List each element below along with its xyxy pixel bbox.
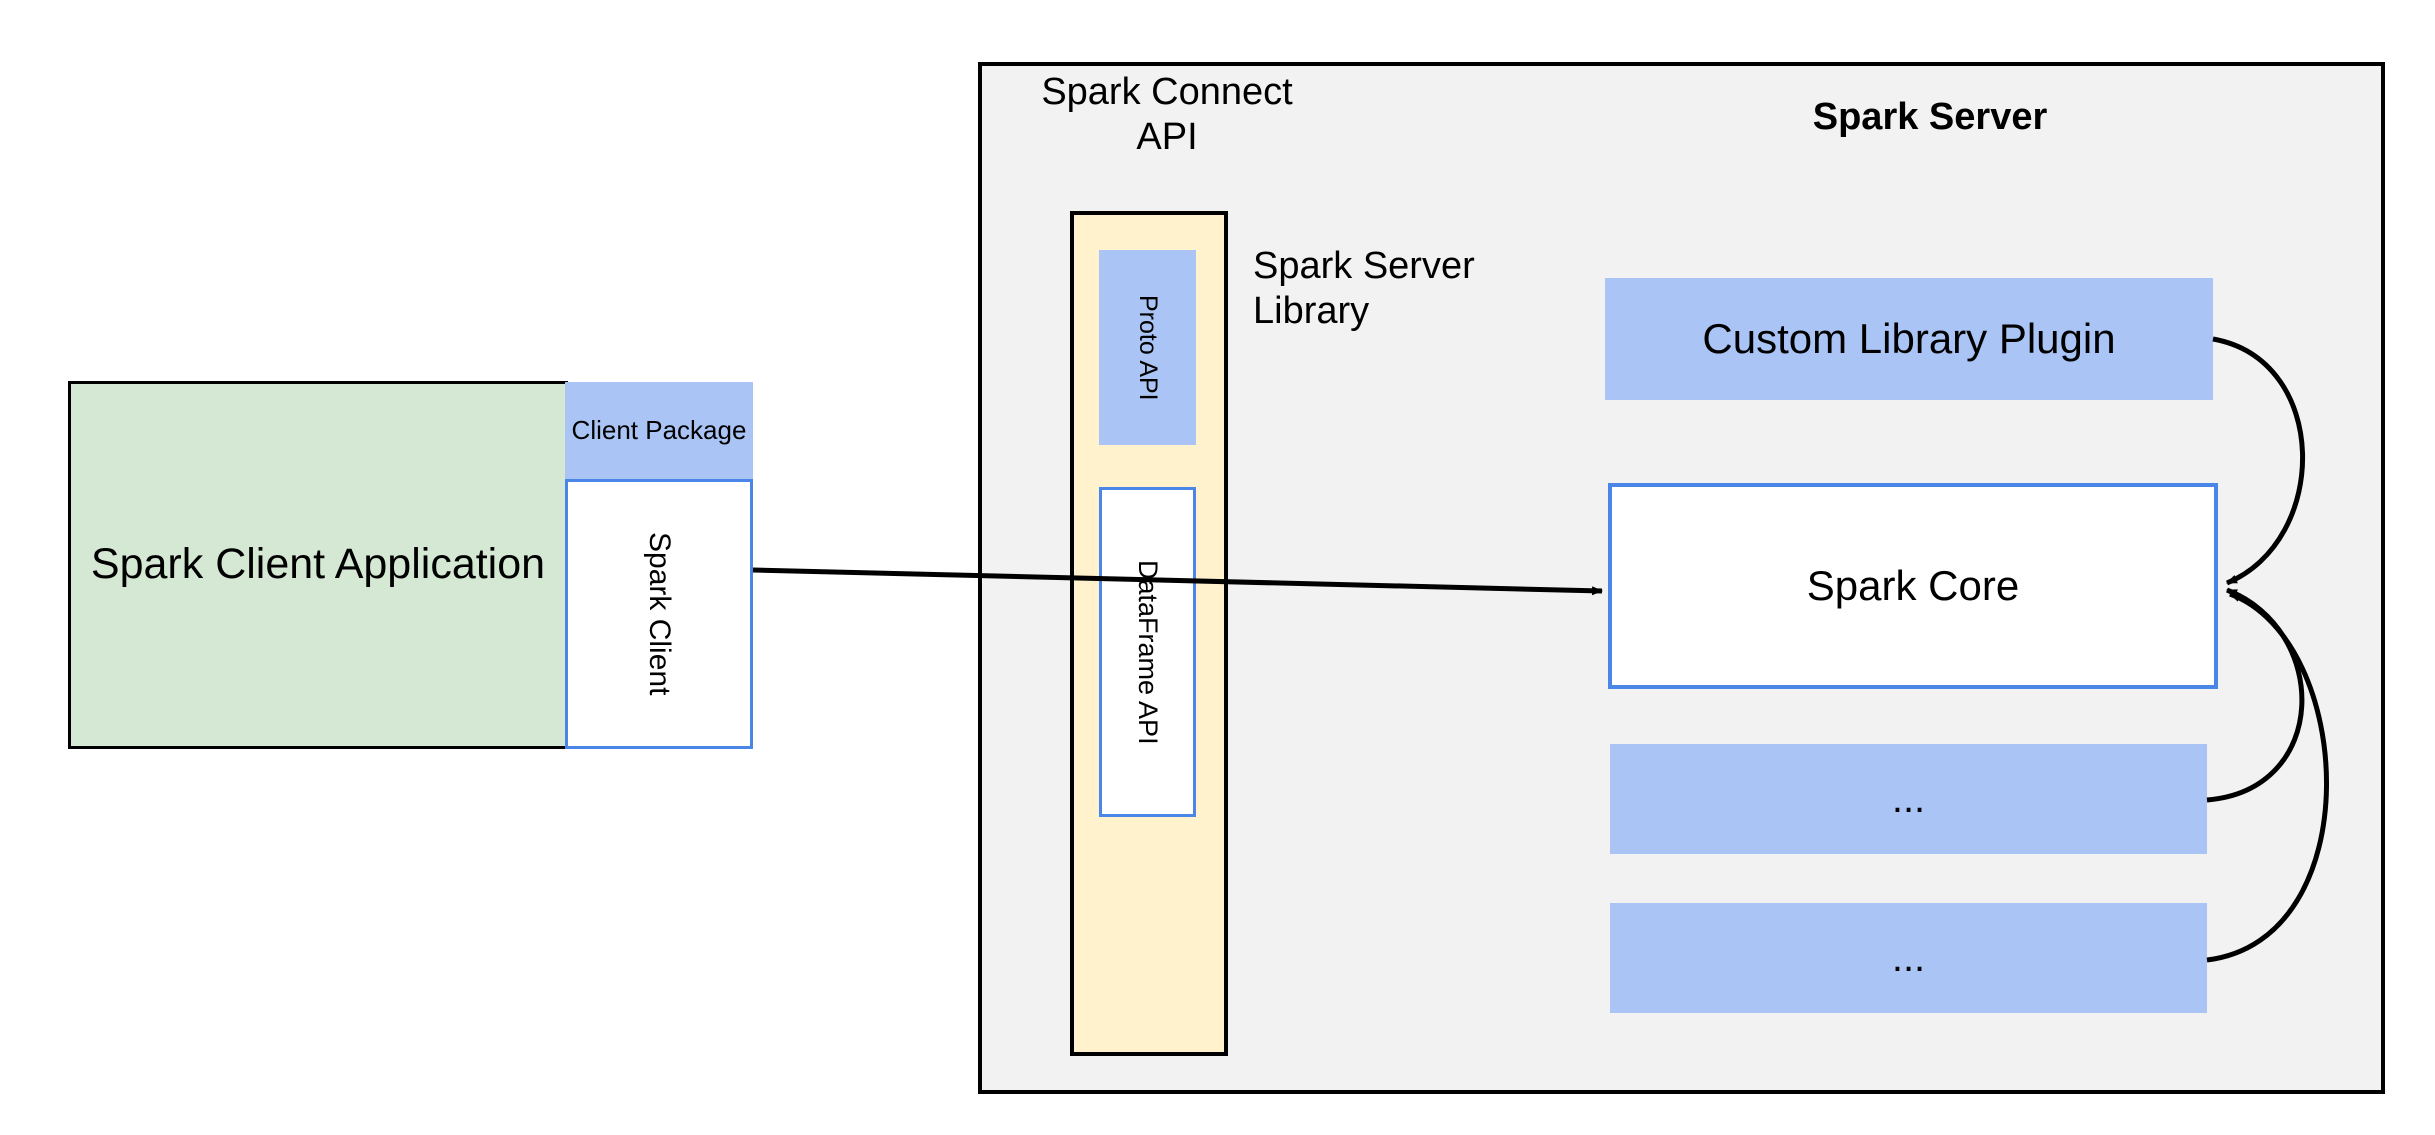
ellipsis-box-2[interactable]: ...: [1610, 903, 2207, 1013]
spark-core-box[interactable]: Spark Core: [1608, 483, 2218, 689]
spark-server-library-label: Spark Server Library: [1253, 245, 1475, 332]
proto-api-label: Proto API: [1134, 294, 1162, 401]
client-package-box[interactable]: Client Package: [565, 382, 753, 479]
spark-client-label: Spark Client: [643, 532, 676, 696]
custom-library-plugin-box[interactable]: Custom Library Plugin: [1605, 278, 2213, 400]
ellipsis-box-1[interactable]: ...: [1610, 744, 2207, 854]
dataframe-api-box[interactable]: DataFrame API: [1099, 487, 1196, 817]
proto-api-box[interactable]: Proto API: [1099, 250, 1196, 445]
spark-connect-api-label: Spark Connect API: [1041, 71, 1293, 158]
spark-client-box[interactable]: Spark Client: [565, 479, 753, 749]
spark-client-application-box[interactable]: Spark Client Application: [68, 381, 568, 749]
spark-server-title: Spark Server: [1812, 96, 2048, 138]
dataframe-api-label: DataFrame API: [1133, 559, 1163, 745]
